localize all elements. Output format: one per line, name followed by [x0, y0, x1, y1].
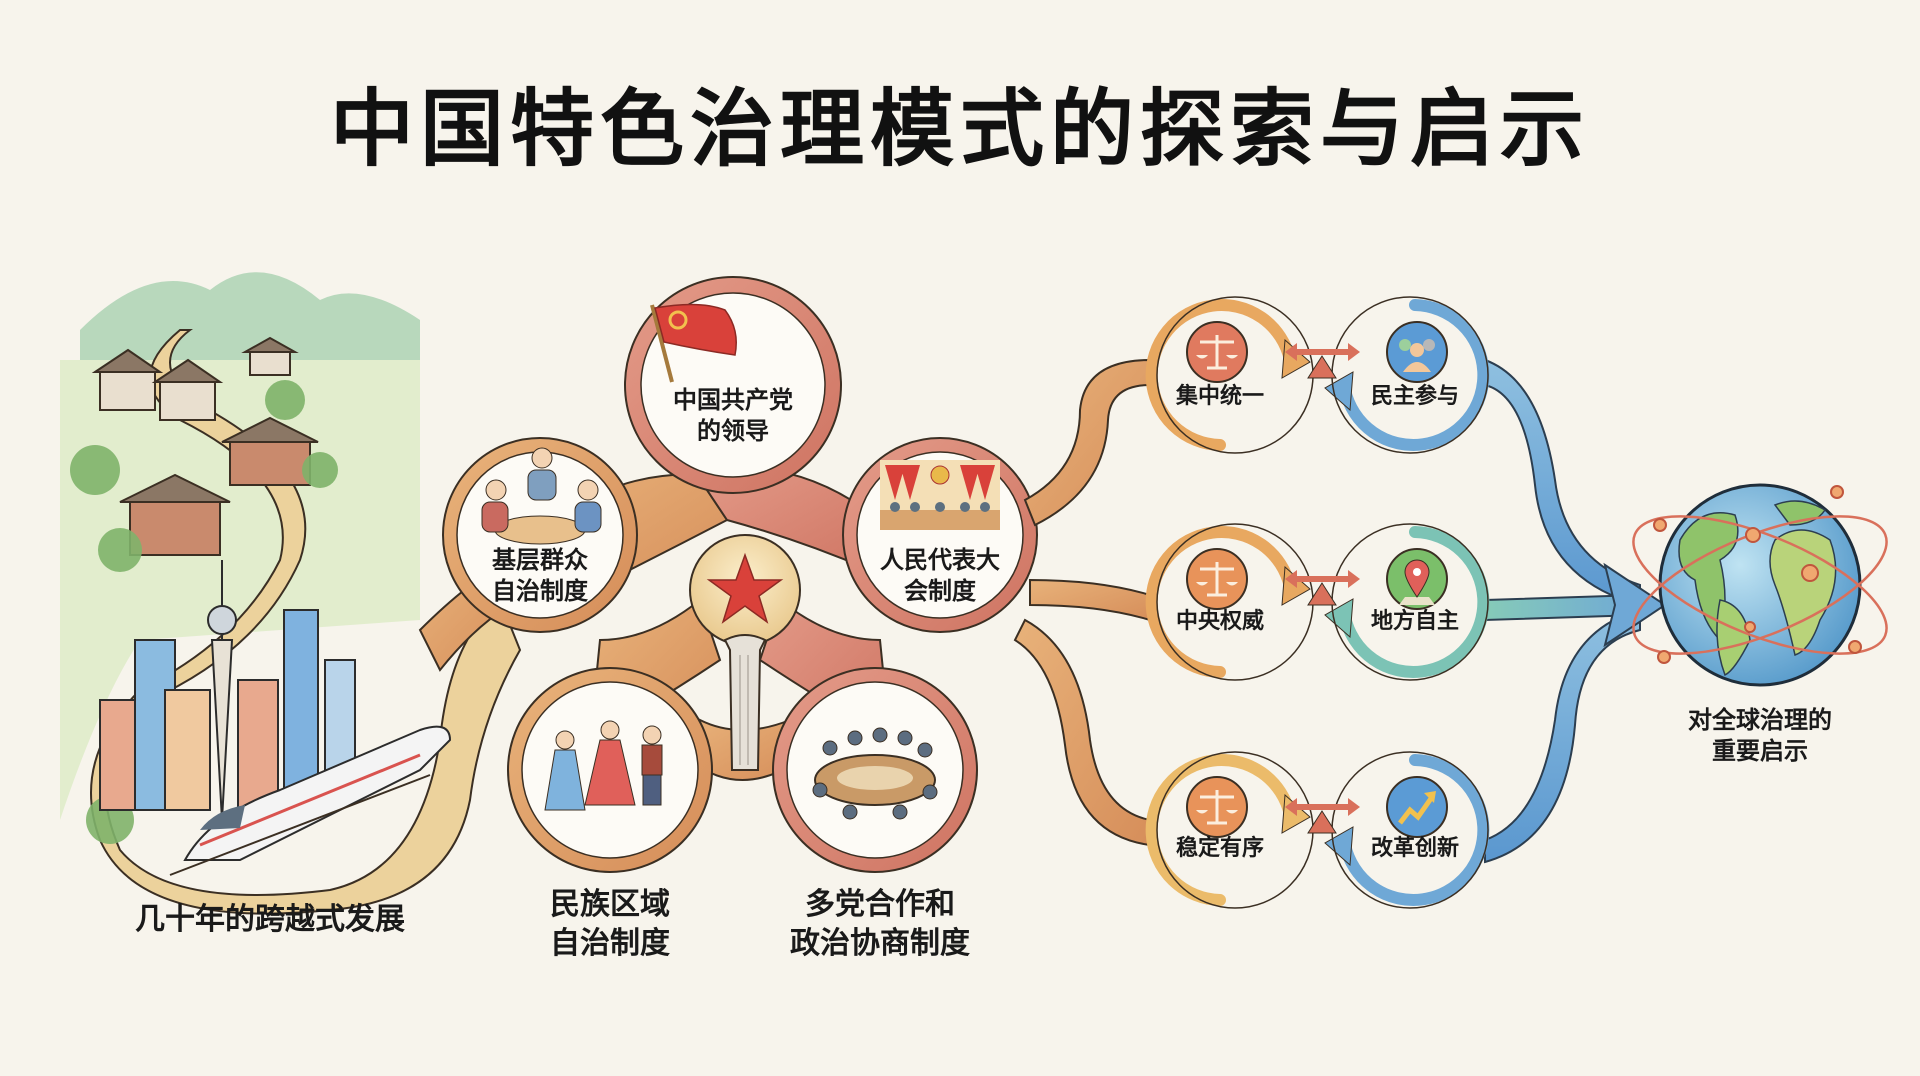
scales-icon: [1186, 321, 1248, 383]
globe-icon: [1632, 483, 1888, 687]
node-npc-label: 人民代表大 会制度: [880, 546, 1000, 606]
assembly-hall-icon: [880, 460, 1000, 530]
balance-1-right-label: 民主参与: [1370, 384, 1459, 409]
node-npc: [842, 437, 1038, 633]
map-pin-icon: [1386, 548, 1448, 610]
meeting-people-icon: [481, 447, 602, 545]
page-title: 中国特色治理模式的探索与启示: [329, 79, 1590, 178]
people-group-icon: [1386, 321, 1448, 383]
converge-arrow-icon: [1603, 562, 1667, 648]
balance-2-left-label: 中央权威: [1175, 609, 1264, 634]
node-cppcc-label: 多党合作和 政治协商制度: [790, 887, 970, 961]
scales-icon: [1186, 548, 1248, 610]
round-table-icon: [812, 727, 938, 820]
center-star-pillar-icon: [689, 534, 801, 771]
balance-row-2: [1145, 523, 1490, 681]
node-party-leadership: [624, 276, 842, 494]
node-cppcc: [772, 667, 978, 873]
party-flag-icon: [650, 303, 737, 383]
development-scene: [60, 272, 522, 915]
node-party-leadership-label: 中国共产党 的领导: [673, 386, 793, 446]
scales-icon: [1186, 776, 1248, 838]
node-ethnic-autonomy: [507, 667, 713, 873]
trend-up-icon: [1386, 776, 1448, 838]
seesaw-icon: [1285, 798, 1360, 834]
seesaw-icon: [1285, 343, 1360, 379]
high-speed-train-icon: [169, 725, 452, 876]
node-grassroots-label: 基层群众 自治制度: [492, 546, 588, 606]
node-grassroots: [442, 437, 638, 633]
dancers-icon: [544, 720, 663, 811]
balance-3-right-label: 改革创新: [1370, 836, 1459, 861]
balance-1-left-label: 集中统一: [1175, 384, 1264, 409]
balance-row-3: [1145, 751, 1490, 909]
development-label: 几十年的跨越式发展: [135, 902, 405, 937]
seesaw-icon: [1285, 570, 1360, 606]
node-ethnic-autonomy-label: 民族区域 自治制度: [550, 887, 670, 961]
branches: [1013, 358, 1667, 864]
balance-row-1: [1145, 296, 1490, 454]
balance-2-right-label: 地方自主: [1370, 609, 1459, 634]
balance-rows: [1145, 296, 1490, 909]
balance-3-left-label: 稳定有序: [1175, 836, 1264, 861]
core-system-hub: [442, 276, 1038, 873]
global-inspiration-label: 对全球治理的 重要启示: [1688, 706, 1832, 766]
